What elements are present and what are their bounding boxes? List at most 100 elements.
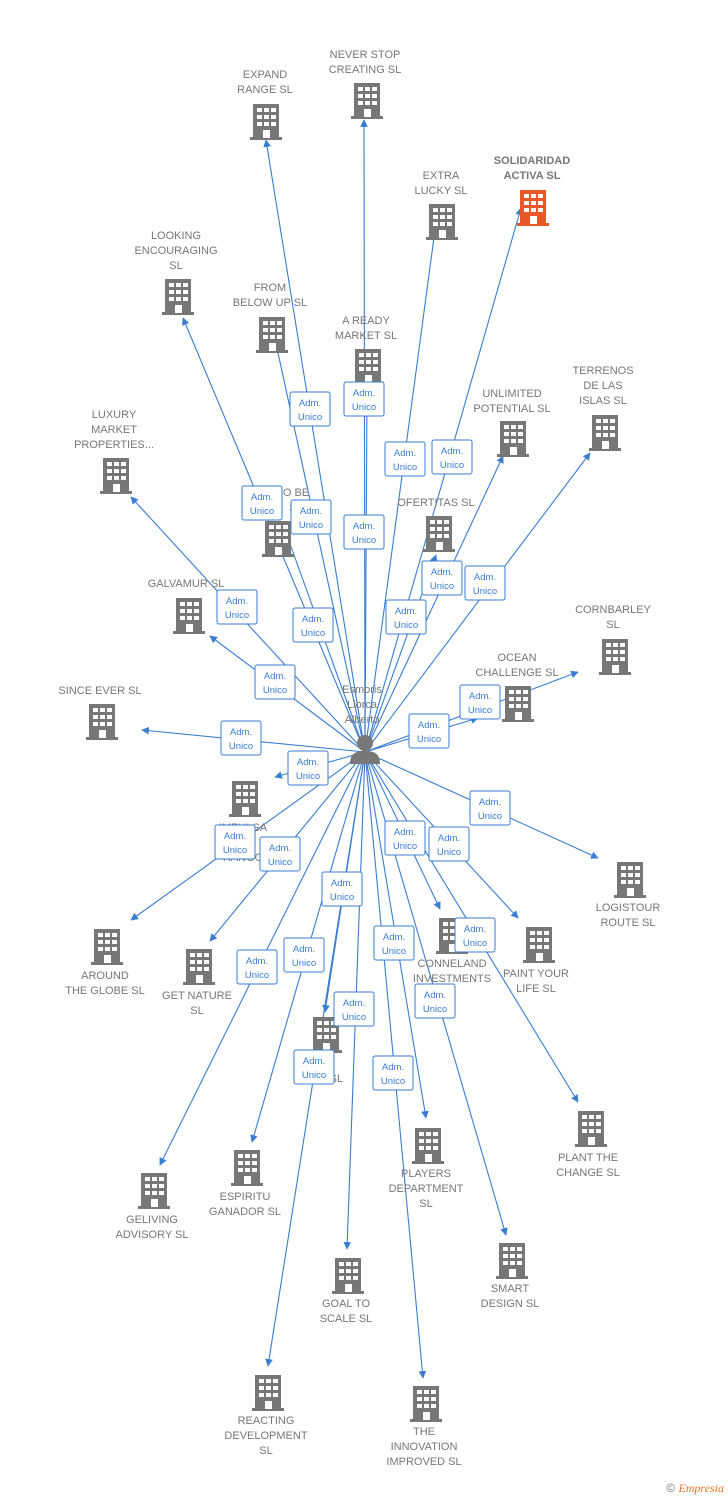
company-label-line: EXTRA (423, 170, 460, 182)
company-node-galvamur[interactable]: GALVAMUR SL (148, 578, 225, 634)
center-person[interactable]: Esmoris Llorca Alberto (342, 684, 382, 764)
building-icon (252, 1375, 284, 1411)
role-badge-text: Unico (352, 535, 376, 546)
brand-logo[interactable]: Empresia (678, 1481, 724, 1495)
role-badge-text: Unico (430, 581, 454, 592)
role-badge-get-nature: Adm.Unico (259, 836, 301, 872)
company-label-line: IMPROVED SL (386, 1456, 461, 1468)
role-badge-text: Unico (381, 1076, 405, 1087)
role-badge-text: Unico (417, 734, 441, 745)
company-label-line: LIFE SL (516, 983, 556, 995)
person-icon (350, 735, 380, 764)
building-icon (589, 415, 621, 451)
company-label-line: A READY (342, 315, 390, 327)
role-badge-text: Unico (393, 462, 417, 473)
role-badge-text: Adm. (353, 521, 375, 532)
role-badge-text: Adm. (395, 606, 417, 617)
role-badge-text: Unico (330, 892, 354, 903)
role-badge-the-innovation-improved: Adm. Unico (372, 1055, 414, 1091)
company-label-line: ISLAS SL (579, 395, 627, 407)
company-label-line: GALVAMUR SL (148, 578, 225, 590)
role-badge-text: Adm. (382, 1062, 404, 1073)
building-icon (250, 104, 282, 140)
role-badge-text: Adm. (303, 1056, 325, 1067)
company-label-line: THE (413, 1426, 435, 1438)
building-icon (229, 781, 261, 817)
building-icon (262, 521, 294, 557)
role-badge-text: Adm. (441, 446, 463, 457)
company-label-line: DE LAS (583, 380, 622, 392)
role-badge-text: Adm. (230, 727, 252, 738)
company-node-since-ever[interactable]: SINCE EVER SL (58, 685, 142, 740)
role-badge-text: Adm. (479, 797, 501, 808)
building-icon (497, 421, 529, 457)
building-icon (173, 598, 205, 634)
role-badge-text: Adm. (394, 448, 416, 459)
role-badge-text: Unico (478, 811, 502, 822)
role-badge-logistour-route: Adm. Unico (469, 790, 511, 826)
role-badge-text: Unico (468, 705, 492, 716)
company-node-luxury-market-properties[interactable]: LUXURYMARKETPROPERTIES... (74, 409, 154, 494)
company-label-line: SCALE SL (320, 1313, 373, 1325)
role-badge-text: Unico (292, 958, 316, 969)
building-icon (575, 1111, 607, 1147)
role-badge-text: Adm. (343, 998, 365, 1009)
company-label-line: EXPAND (243, 69, 287, 81)
company-label-line: PLANT THE (558, 1152, 618, 1164)
company-node-ofertitas[interactable]: OFERTITAS SL (397, 497, 475, 552)
role-badge-ei-sl: Adm.Unico (321, 871, 363, 907)
company-label-line: SINCE EVER SL (58, 685, 141, 697)
company-label-line: AROUND (81, 970, 129, 982)
role-badge-a-ready-market: Adm. Unico (343, 514, 385, 550)
role-badge-text: Adm. (424, 990, 446, 1001)
company-label-line: SL (259, 1445, 272, 1457)
building-icon (183, 949, 215, 985)
role-badge-text: Adm. (264, 671, 286, 682)
company-label-line: INVESTMENTS (413, 973, 491, 985)
role-badge-text: Unico (437, 847, 461, 858)
edge-from-below-up (270, 329, 366, 753)
role-badge-never-stop-creating: Adm.Unico (289, 391, 331, 427)
company-label-line: LUXURY (92, 409, 137, 421)
company-label-line: SOLIDARIDAD (494, 155, 570, 167)
company-label-line: REACTING (238, 1415, 295, 1427)
role-badge-text: Unico (250, 506, 274, 517)
building-icon (162, 279, 194, 315)
company-label-line: SL (169, 260, 182, 272)
role-badge-text: Unico (463, 938, 487, 949)
role-badge-goal-to-scale: Adm.Unico (333, 991, 375, 1027)
company-label-line: SL (419, 1198, 432, 1210)
company-label-line: ADVISORY SL (116, 1229, 189, 1241)
role-badge-looking-encouraging: Adm.Unico (241, 485, 283, 521)
footer-credit: © Empresia (666, 1481, 724, 1496)
company-label-line: PLAYERS (401, 1168, 451, 1180)
company-label-line: GANADOR SL (209, 1206, 281, 1218)
building-icon (332, 1258, 364, 1294)
role-badge-extra-lucky: Adm.Unico (431, 439, 473, 475)
